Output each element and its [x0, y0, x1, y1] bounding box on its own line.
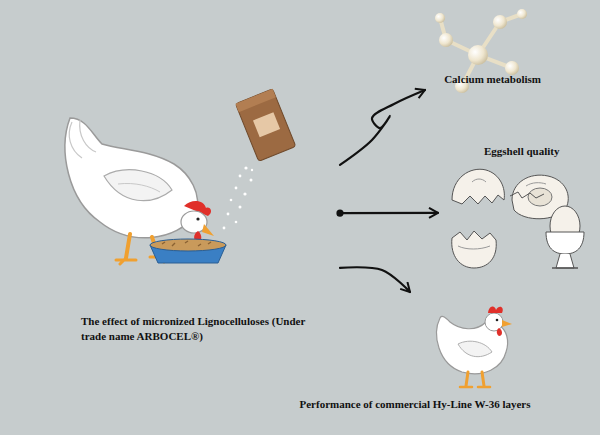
layer-hen-part [466, 372, 468, 386]
feed-bag-part [253, 112, 280, 137]
feed-bag [235, 89, 295, 161]
feed-pellets-part [223, 227, 226, 230]
hen-eating-part [65, 118, 197, 238]
layer-hen-part [502, 320, 512, 327]
hen-eating-part [150, 239, 226, 251]
layer-hen [437, 307, 512, 387]
eggshell-sketch-part [458, 246, 490, 249]
hen-eating-part [126, 234, 130, 258]
feed-pellets-part [239, 206, 242, 209]
outcome-group: Eggshell quality [438, 140, 595, 280]
layer-hen-part [488, 307, 503, 313]
hen-eating-part [118, 183, 160, 192]
caption-text: Calcium metabolism [444, 72, 541, 86]
molecule-icon-part [468, 45, 488, 65]
curved-arrow [340, 212, 438, 215]
caption-text: The effect of micronized Lignocelluloses… [81, 314, 331, 343]
feed-bag-part [235, 89, 295, 161]
feed-pellets-part [230, 199, 233, 202]
feed-pellets-part [243, 192, 246, 195]
feed-pellets-part [251, 169, 253, 171]
layer-hen-part [460, 386, 490, 389]
eggshell-sketch-part [552, 267, 578, 269]
feed-pellets [223, 166, 254, 229]
curved-arrow [340, 90, 425, 165]
hen-eating-part [202, 224, 214, 236]
eggshell-sketch-part [452, 231, 497, 268]
molecule-icon-part [435, 13, 445, 23]
layer-hen-part [485, 313, 503, 331]
caption-text: Performance of commercial Hy-Line W-36 l… [299, 397, 530, 411]
outcome-group: Performance of commercial Hy-Line W-36 l… [290, 292, 540, 417]
caption-text: Eggshell quality [484, 144, 560, 158]
molecule-icon-part [517, 9, 527, 19]
feed-pellets-part [227, 213, 230, 216]
feed-pellets-part [235, 221, 238, 224]
layer-hen-part [482, 372, 484, 386]
eggshell-sketch [452, 169, 584, 268]
hen-eating-part [196, 217, 199, 220]
eggshell-sketch-part [510, 192, 544, 198]
layer-hen-part [496, 319, 499, 322]
eggshell-sketch-part [472, 179, 546, 186]
hen-eating-part [104, 170, 172, 201]
source-group: The effect of micronized Lignocelluloses… [75, 85, 340, 347]
eggshell-sketch-part [556, 254, 574, 268]
hen-eating-part [162, 241, 211, 246]
feed-pellets-part [235, 187, 238, 190]
layer-hen-part [497, 328, 502, 336]
layer-hen-part [458, 341, 492, 356]
outcome-group: Calcium metabolism [425, 8, 545, 108]
feed-bag-part [235, 89, 275, 112]
eggshell-sketch-part [546, 232, 584, 254]
eggshell-sketch-part [528, 188, 552, 206]
molecule-icon-part [439, 33, 453, 47]
feed-pellets-part [239, 175, 242, 178]
hen-eating [65, 118, 226, 264]
hen-eating-part [69, 120, 96, 158]
curved-arrow [340, 267, 410, 292]
molecule-icon-part [493, 15, 507, 29]
feed-pellets-part [244, 166, 247, 169]
eggshell-sketch-part [452, 169, 504, 204]
feed-pellets-part [250, 179, 253, 182]
